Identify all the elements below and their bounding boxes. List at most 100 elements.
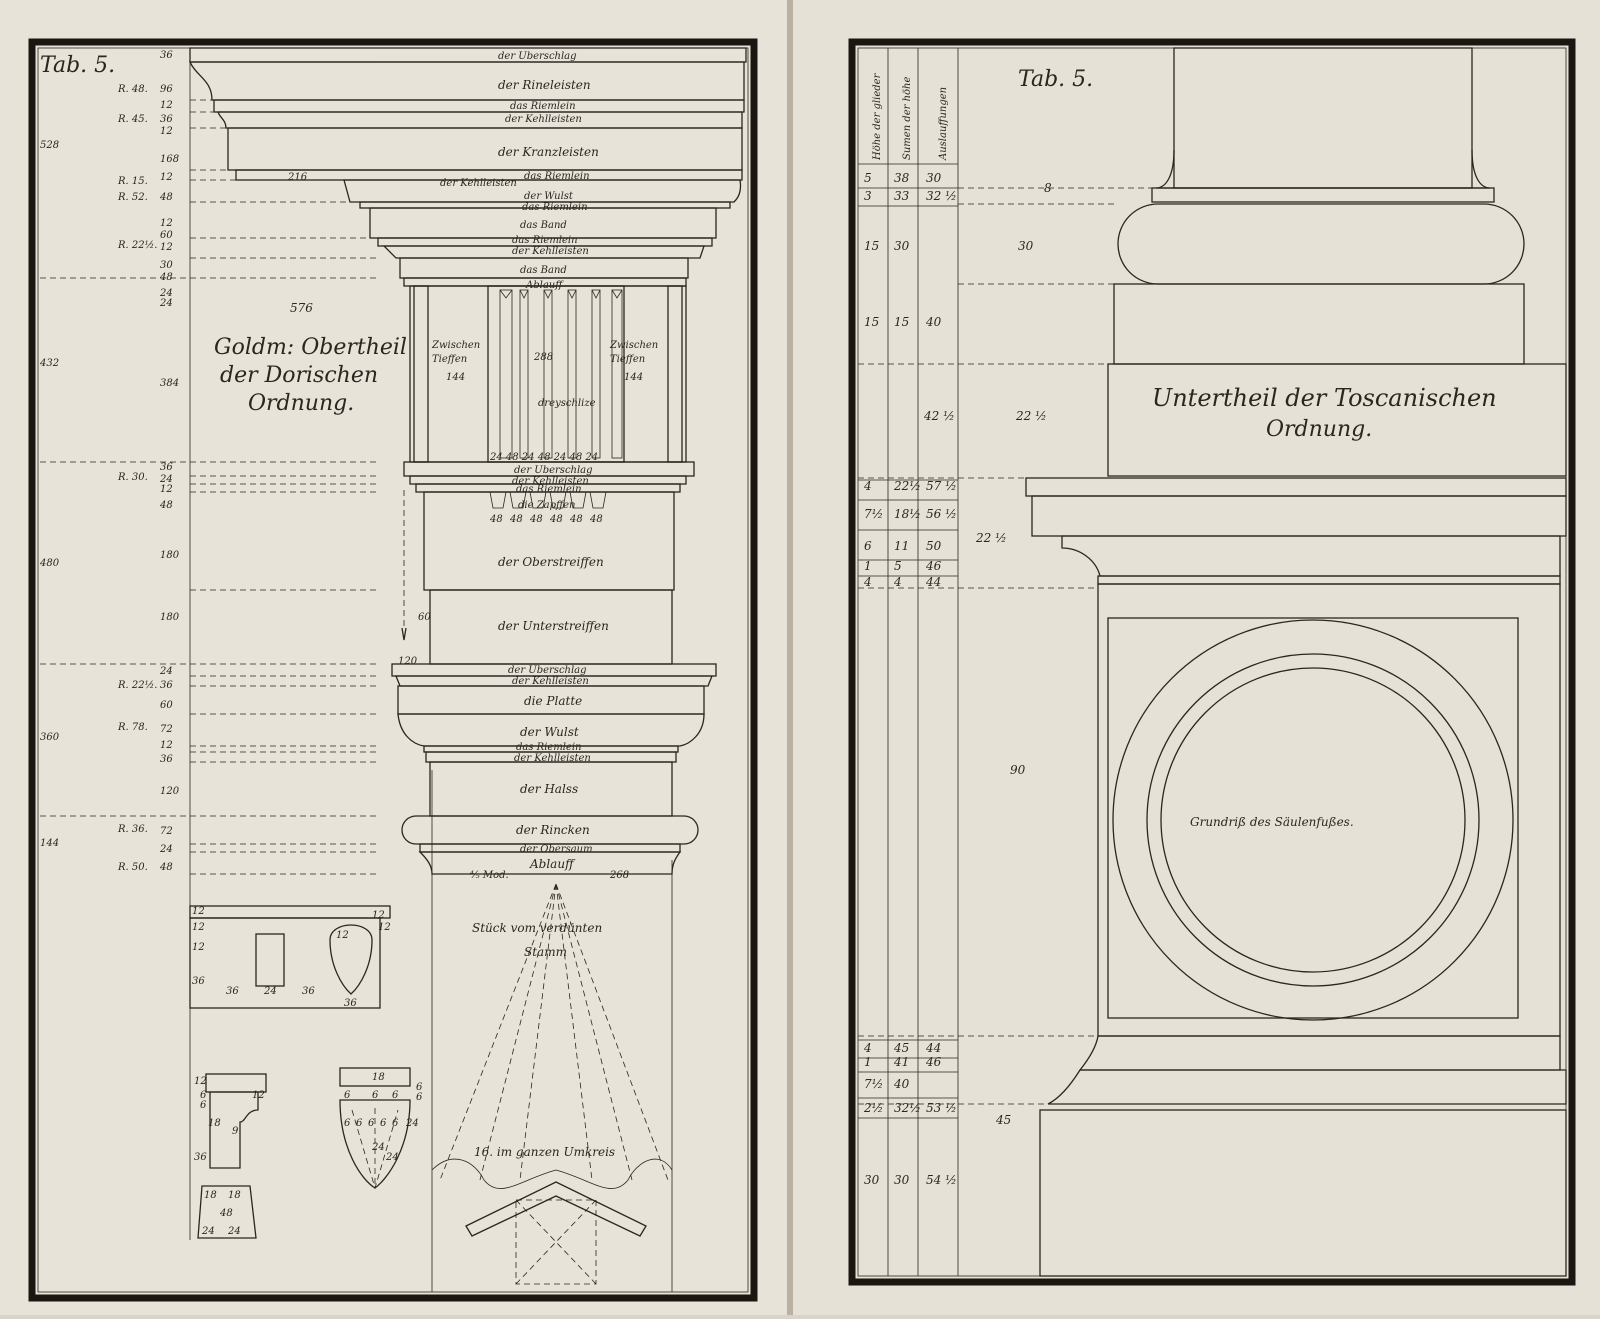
height-numbers: 3696123612168124812601230482424384362412…	[159, 50, 180, 873]
table-cell-auslauff: 46	[925, 559, 942, 573]
detail-4-number: 24	[201, 1226, 215, 1237]
triglyph-groove	[499, 289, 513, 459]
detail-1-number: 24	[263, 986, 277, 997]
table-cell-auslauff: 46	[925, 1055, 942, 1069]
height-number: 60	[160, 230, 173, 241]
molding-labels: der Uberschlag der Rineleisten das Rieml…	[431, 51, 658, 1159]
triglyph-groove	[543, 289, 553, 459]
left-tab-label: Tab. 5.	[40, 53, 115, 78]
height-number: 48	[159, 272, 173, 283]
side-30: 30	[1018, 239, 1034, 253]
height-number: 168	[160, 154, 179, 165]
label-rincken: der Rincken	[516, 823, 590, 837]
label-kranzleisten: der Kranzleisten	[498, 145, 599, 159]
dim-268: 268	[609, 870, 629, 881]
detail-3-number: 6	[392, 1090, 399, 1101]
base-plinth	[1039, 1109, 1567, 1277]
table-cell-auslauff: 44	[925, 575, 941, 589]
plan-label: Grundriß des Säulenfußes.	[1190, 815, 1354, 829]
detail-4-number: 18	[204, 1190, 217, 1201]
side-22b: 22 ½	[975, 531, 1007, 545]
wulst-echinus	[397, 713, 705, 747]
left-title-line-2: der Dorischen	[220, 363, 378, 388]
table-cell-sumen: 38	[894, 171, 910, 185]
label-riemlein-5: das Riemlein	[516, 484, 582, 495]
label-kehlleisten-3: der Kehlleisten	[512, 246, 589, 257]
detail-2-number: 6	[200, 1090, 207, 1101]
margin-number: 144	[40, 838, 59, 849]
detail-3-number: 6	[344, 1118, 351, 1129]
left-title-line-3: Ordnung.	[248, 391, 354, 416]
detail-drawings	[189, 905, 411, 1239]
table-cell-hohe: 2½	[863, 1101, 883, 1115]
height-number: 24	[159, 666, 173, 677]
table-cell-sumen: 5	[894, 559, 902, 573]
kehlleisten-3	[382, 245, 705, 259]
detail-3-number: 24	[405, 1118, 419, 1129]
radius-label: R. 45.	[117, 114, 148, 125]
height-number: 48	[159, 862, 173, 873]
toscan-base	[858, 47, 1567, 1277]
label-kehlleisten-1: der Kehlleisten	[505, 114, 582, 125]
triglyph-groove	[567, 289, 577, 459]
table-cell-sumen: 45	[893, 1041, 909, 1055]
zapfen-number: 48	[509, 514, 523, 525]
radius-label: R. 48.	[117, 84, 148, 95]
cornice	[189, 47, 747, 287]
side-45: 45	[995, 1113, 1011, 1127]
table-cell-hohe: 6	[864, 539, 872, 553]
margin-number: 528	[40, 140, 59, 151]
height-number: 12	[160, 126, 173, 137]
margin-number: 480	[39, 558, 60, 569]
table-cell-hohe: 5	[864, 171, 872, 185]
detail-1-number: 12	[192, 942, 205, 953]
left-plate: Tab. 5.	[28, 38, 758, 1302]
label-riemlein-2: das Riemlein	[524, 171, 590, 182]
col-header-sumen: Sumen der höhe	[902, 77, 913, 160]
radius-label: R. 15.	[117, 176, 148, 187]
table-cell-hohe: 1	[864, 1055, 872, 1069]
height-number: 24	[159, 298, 173, 309]
table-cell-auslauff: 30	[926, 171, 942, 185]
table-cell-auslauff: 54 ½	[926, 1173, 957, 1187]
radius-label: R. 52.	[117, 192, 148, 203]
detail-3-number: 6	[372, 1090, 379, 1101]
detail-2-number: 6	[200, 1100, 207, 1111]
groove-head	[499, 289, 513, 299]
right-plate-frame	[848, 38, 1576, 1286]
label-zapffen: die Zapffen	[518, 500, 575, 511]
height-number: 12	[160, 218, 173, 229]
height-number: 36	[160, 462, 173, 473]
left-title-line-1: Goldm: Obertheil	[214, 335, 407, 360]
detail-1-number: 12	[192, 906, 205, 917]
height-number: 72	[160, 826, 173, 837]
zapfen-number: 48	[569, 514, 583, 525]
detail-1-number: 36	[302, 986, 315, 997]
label-unterstreiffen: der Unterstreiffen	[498, 619, 609, 633]
table-cell-hohe: 4	[863, 575, 872, 589]
left-page	[0, 0, 790, 1315]
detail-1-number: 36	[192, 976, 205, 987]
detail-4-number: 24	[227, 1226, 241, 1237]
triglyph-groove	[611, 289, 623, 459]
triglyph-groove	[591, 289, 601, 459]
table-cell-sumen: 4	[893, 575, 902, 589]
height-number: 24	[159, 288, 173, 299]
height-number: 180	[160, 612, 180, 623]
radius-label: R. 22½.	[117, 680, 157, 691]
height-number: 24	[159, 844, 173, 855]
detail-1-triglyph	[255, 933, 285, 987]
height-number: 384	[160, 378, 179, 389]
height-number: 36	[160, 680, 173, 691]
fillet	[1151, 187, 1495, 203]
groove-head	[591, 289, 601, 299]
side-numbers: 8 30 22 ½ 22 ½ 90 45	[975, 181, 1052, 1127]
right-tab-label: Tab. 5.	[1018, 67, 1093, 92]
detail-3-number: 24	[385, 1152, 399, 1163]
height-number: 36	[160, 50, 173, 61]
col-header-hohe: Höhe der glieder	[872, 72, 883, 161]
